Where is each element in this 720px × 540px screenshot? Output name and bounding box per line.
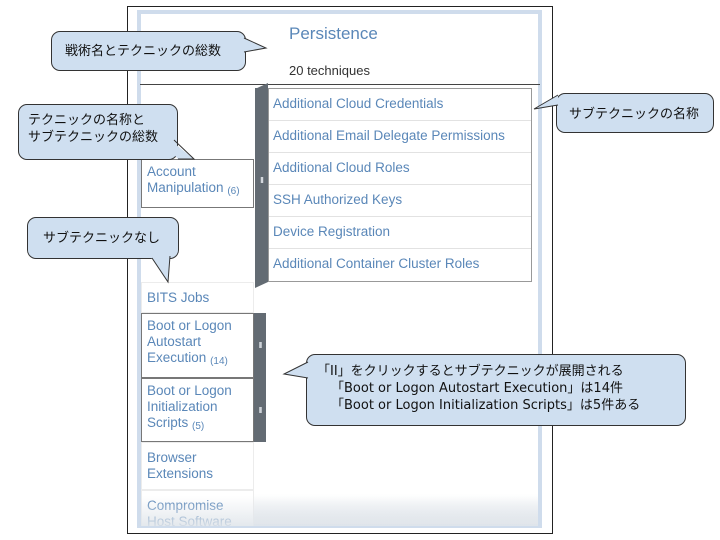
callout-text: 「Boot or Logon Autostart Execution」は14件 [331,381,623,396]
expand-handle-icon[interactable]: II [254,313,266,378]
callout-text: サブテクニックなし [43,231,161,246]
technique-clip: Compromise Host Software [141,490,254,526]
technique-name: Account [147,164,196,179]
technique-boot-logon-init-scripts[interactable]: Boot or Logon Initialization Scripts (5) [141,378,254,442]
subtechnique-handle-top [255,83,268,89]
callout-text: サブテクニックの名称 [569,107,700,122]
subtechnique-item[interactable]: Additional Email Delegate Permissions [269,121,531,153]
technique-browser-extensions[interactable]: Browser Extensions [141,442,254,490]
callout-technique: テクニックの名称と サブテクニックの総数 [18,104,178,160]
technique-name: Autostart [147,334,202,349]
expand-handle-icon[interactable]: II [254,378,266,442]
subtechnique-item[interactable]: Device Registration [269,217,531,249]
callout-tail [170,139,196,160]
technique-boot-logon-autostart[interactable]: Boot or Logon Autostart Execution (14) [141,313,254,378]
technique-name: BITS Jobs [147,290,210,305]
callout-tail [533,94,559,110]
expand-handle-icon[interactable]: II [260,176,263,185]
technique-name: Boot or Logon [147,383,232,398]
callout-tail [243,37,268,53]
callout-tactic: 戦術名とテクニックの総数 [51,31,246,71]
technique-account-manipulation[interactable]: Account Manipulation (6) [141,159,254,208]
subtechnique-count: (6) [227,186,240,197]
callout-text: 「II」をクリックするとサブテクニックが展開される [317,364,624,379]
technique-count: 20 techniques [289,63,370,78]
technique-name: Boot or Logon [147,318,232,333]
technique-name: Initialization [147,399,218,414]
subtechnique-count: (14) [210,356,228,367]
subtechnique-count: (5) [192,421,205,432]
technique-bits-jobs[interactable]: BITS Jobs [141,282,254,313]
technique-name: Execution [147,350,207,365]
technique-name: Browser [147,450,197,465]
tactic-title[interactable]: Persistence [289,24,378,43]
callout-no-subtechnique: サブテクニックなし [27,217,179,259]
subtechnique-item[interactable]: Additional Cloud Credentials [269,89,531,121]
header-divider [140,84,540,85]
technique-compromise-host-software[interactable]: Compromise Host Software [141,490,254,526]
callout-text: テクニックの名称と [28,113,146,128]
subtechnique-item[interactable]: Additional Cloud Roles [269,153,531,185]
subtechnique-handle-bottom [255,282,268,288]
technique-name: Compromise [147,498,224,513]
callout-text: 戦術名とテクニックの総数 [65,44,222,59]
technique-name: Manipulation [147,180,224,195]
technique-name: Scripts [147,415,189,430]
callout-expand: 「II」をクリックするとサブテクニックが展開される 「Boot or Logon… [306,354,686,426]
subtechnique-item[interactable]: SSH Authorized Keys [269,185,531,217]
callout-text: サブテクニックの総数 [28,130,159,145]
callout-tail [150,255,171,284]
technique-name: Extensions [147,466,214,481]
technique-name: Host Software [147,514,232,526]
callout-text: 「Boot or Logon Initialization Scripts」は5… [331,398,641,413]
subtechnique-list: Additional Cloud Credentials Additional … [268,88,532,282]
subtechnique-item[interactable]: Additional Container Cluster Roles [273,256,480,271]
callout-tail [282,361,309,379]
subtechnique-toggle[interactable] [255,88,268,282]
callout-subtechnique: サブテクニックの名称 [556,93,714,133]
